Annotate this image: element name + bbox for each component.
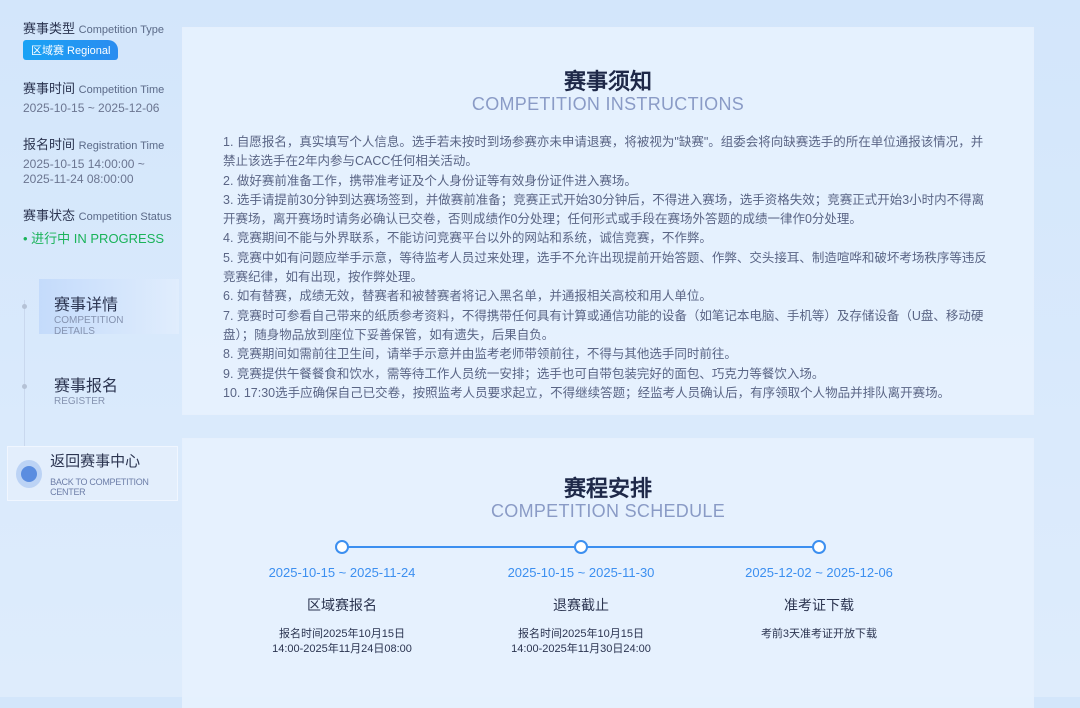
instruction-item: 7. 竞赛时可参看自己带来的纸质参考资料，不得携带任何具有计算或通信功能的设备（… bbox=[223, 308, 984, 342]
nav-label-en: REGISTER bbox=[54, 396, 106, 407]
nav-label: 赛事报名 bbox=[54, 378, 119, 395]
medal-icon bbox=[16, 459, 43, 488]
instruction-item: 1. 自愿报名，真实填写个人信息。选手若未按时到场参赛亦未申请退赛，将被视为"缺… bbox=[223, 135, 984, 169]
back-to-center-button[interactable]: 返回赛事中心 BACK TO COMPETITION CENTER bbox=[7, 446, 178, 501]
instructions-subtitle: COMPETITION INSTRUCTIONS bbox=[471, 94, 745, 114]
competition-info: 赛事类型 Competition Type 区域赛 Regional 赛事时间 … bbox=[23, 18, 183, 265]
nav-item-register[interactable]: 赛事报名 REGISTER bbox=[39, 360, 179, 419]
status-label-en: Competition Status bbox=[78, 211, 172, 223]
schedule-item: 2025-12-02 ~ 2025-12-06 准考证下载 考前3天准考证开放下… bbox=[699, 565, 939, 642]
schedule-detail: 14:00-2025年11月30日24:00 bbox=[511, 643, 651, 655]
instruction-item: 5. 竞赛中如有问题应举手示意，等待监考人员过来处理，选手不允许出现提前开始答题… bbox=[223, 250, 987, 285]
timeline-node bbox=[574, 540, 588, 554]
status-label: 赛事状态 bbox=[23, 208, 76, 223]
schedule-detail: 考前3天准考证开放下载 bbox=[760, 628, 878, 640]
instructions-card: 赛事须知 COMPETITION INSTRUCTIONS 1. 自愿报名，真实… bbox=[182, 27, 1034, 415]
back-label-en: BACK TO COMPETITION CENTER bbox=[50, 477, 149, 497]
instruction-item: 10. 17:30选手应确保自己已交卷，按照监考人员要求起立，不得继续答题；经监… bbox=[223, 385, 951, 400]
reg-label: 报名时间 bbox=[23, 137, 76, 152]
time-value: 2025-10-15 ~ 2025-12-06 bbox=[23, 101, 160, 115]
instructions-title: 赛事须知 bbox=[563, 69, 652, 94]
nav-line bbox=[24, 300, 25, 450]
timeline-node bbox=[335, 540, 349, 554]
reg-end: 2025-11-24 08:00:00 bbox=[23, 172, 134, 186]
schedule-item: 2025-10-15 ~ 2025-11-30 退赛截止 报名时间2025年10… bbox=[461, 565, 701, 657]
nav-item-details[interactable]: 赛事详情 COMPETITION DETAILS bbox=[39, 279, 179, 337]
schedule-name: 区域赛报名 bbox=[307, 597, 377, 613]
nav-dot bbox=[22, 384, 27, 389]
schedule-date: 2025-12-02 ~ 2025-12-06 bbox=[745, 565, 893, 580]
schedule-detail: 报名时间2025年10月15日 bbox=[518, 628, 644, 640]
instruction-item: 4. 竞赛期间不能与外界联系，不能访问竞赛平台以外的网站和系统，诚信竞赛，不作弊… bbox=[223, 231, 712, 246]
schedule-title: 赛程安排 bbox=[563, 476, 652, 501]
instruction-item: 8. 竞赛期间如需前往卫生间，请举手示意并由监考老师带领前往，不得与其他选手同时… bbox=[223, 347, 737, 362]
nav-label-en: COMPETITION DETAILS bbox=[54, 315, 124, 337]
instructions-list: 1. 自愿报名，真实填写个人信息。选手若未按时到场参赛亦未申请退赛，将被视为"缺… bbox=[223, 133, 993, 403]
nav-label: 赛事详情 bbox=[54, 297, 119, 314]
schedule-date: 2025-10-15 ~ 2025-11-30 bbox=[507, 565, 655, 580]
schedule-date: 2025-10-15 ~ 2025-11-24 bbox=[268, 565, 416, 580]
type-badge: 区域赛 Regional bbox=[23, 40, 119, 60]
nav-dot bbox=[22, 304, 27, 309]
schedule-detail: 14:00-2025年11月24日08:00 bbox=[272, 643, 412, 655]
schedule-name: 退赛截止 bbox=[553, 597, 609, 613]
type-label: 赛事类型 bbox=[23, 21, 76, 36]
time-label: 赛事时间 bbox=[23, 81, 76, 96]
back-label: 返回赛事中心 bbox=[50, 453, 141, 470]
instruction-item: 9. 竞赛提供午餐餐食和饮水，需等待工作人员统一安排；选手也可自带包装完好的面包… bbox=[223, 366, 825, 381]
instruction-item: 3. 选手请提前30分钟到达赛场签到，并做赛前准备；竞赛正式开始30分钟后，不得… bbox=[223, 192, 985, 227]
status-badge: • 进行中 IN PROGRESS bbox=[23, 231, 165, 246]
schedule-item: 2025-10-15 ~ 2025-11-24 区域赛报名 报名时间2025年1… bbox=[222, 565, 462, 657]
reg-start: 2025-10-15 14:00:00 ~ bbox=[23, 157, 145, 171]
instruction-item: 6. 如有替赛，成绩无效，替赛者和被替赛者将记入黑名单，并通报相关高校和用人单位… bbox=[223, 289, 712, 304]
type-label-en: Competition Type bbox=[78, 24, 165, 36]
schedule-card: 赛程安排 COMPETITION SCHEDULE 2025-10-15 ~ 2… bbox=[182, 438, 1034, 708]
timeline-node bbox=[812, 540, 826, 554]
instruction-item: 2. 做好赛前准备工作，携带准考证及个人身份证等有效身份证件进入赛场。 bbox=[223, 173, 637, 188]
reg-label-en: Registration Time bbox=[78, 140, 165, 152]
schedule-name: 准考证下载 bbox=[784, 597, 854, 613]
schedule-detail: 报名时间2025年10月15日 bbox=[279, 628, 405, 640]
time-label-en: Competition Time bbox=[78, 84, 165, 96]
schedule-subtitle: COMPETITION SCHEDULE bbox=[490, 501, 726, 521]
